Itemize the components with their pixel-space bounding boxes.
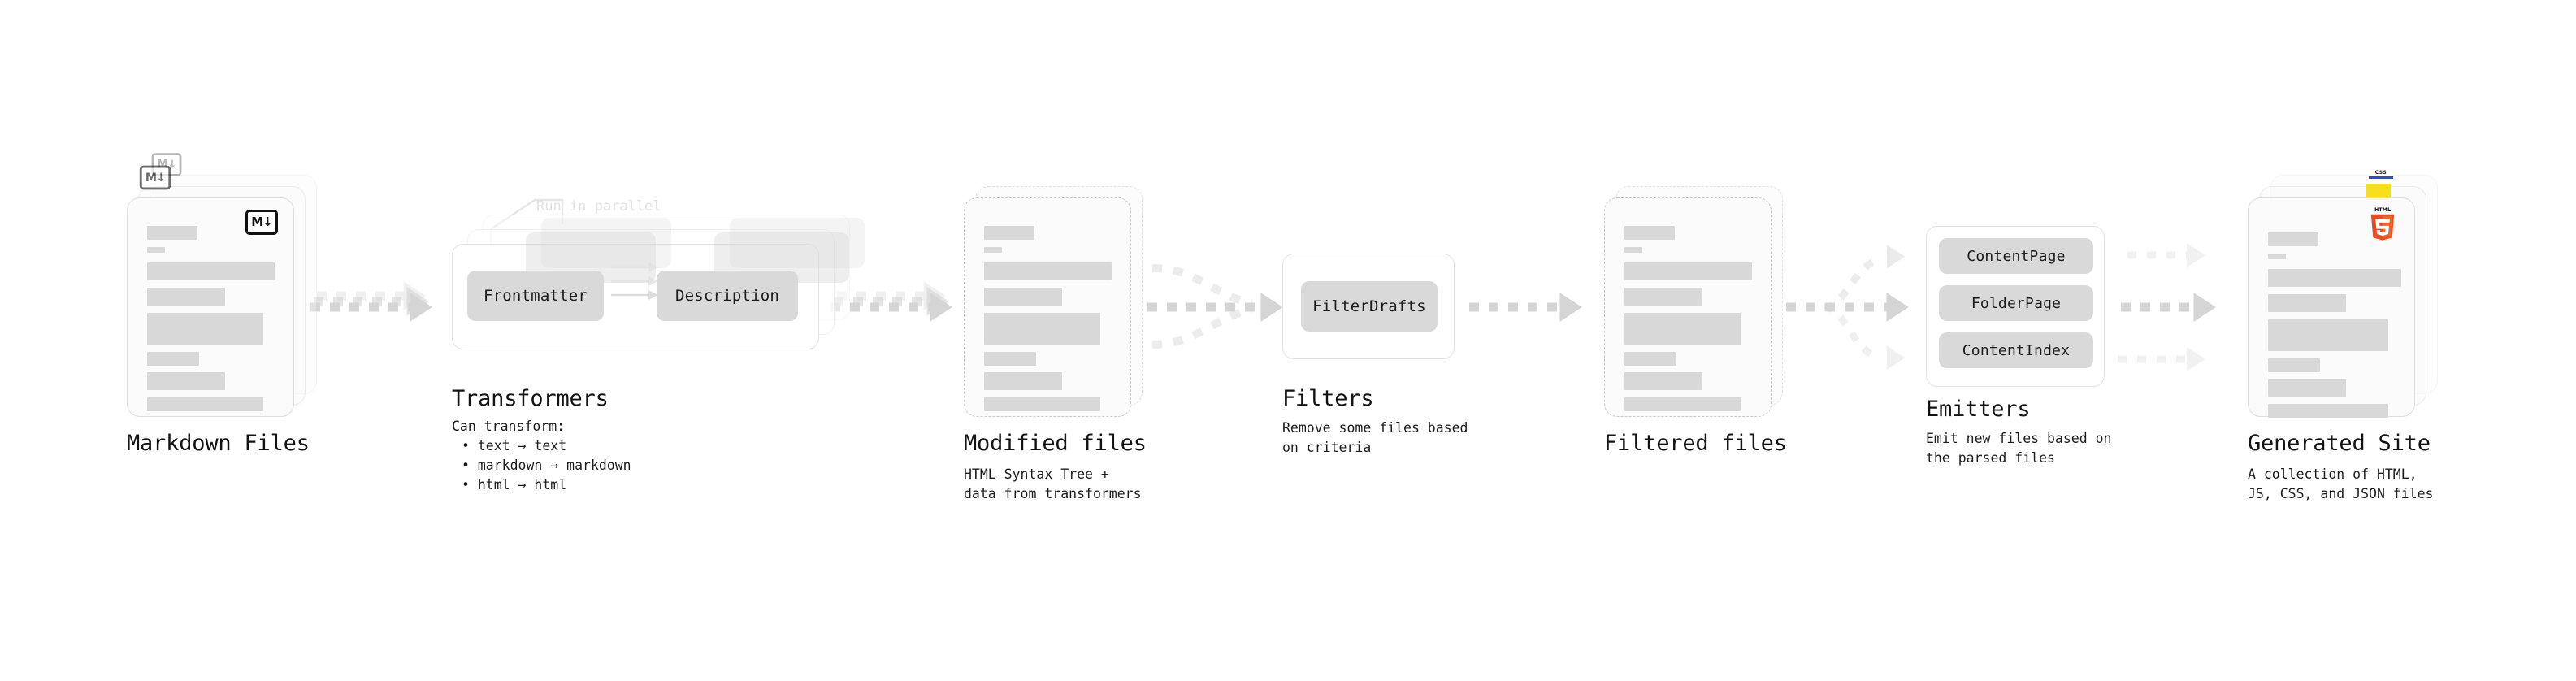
emitters-caption: Emit new files based on the parsed files	[1926, 431, 2112, 466]
stage-title-filtered-files: Filtered files	[1604, 431, 1787, 456]
modified-file-card-front	[964, 197, 1131, 417]
css3-badge-bar	[2369, 176, 2393, 179]
emitter-pill-contentpage[interactable]: ContentPage	[1939, 238, 2093, 274]
filters-box[interactable]: FilterDrafts	[1282, 254, 1455, 359]
transformers-bullet-0: • text → text	[462, 438, 567, 453]
stage-title-markdown-files: Markdown Files	[127, 431, 310, 456]
description-pill-back	[730, 218, 865, 268]
transformer-pill-frontmatter[interactable]: Frontmatter	[467, 271, 604, 321]
stage-title-modified-files: Modified files	[964, 431, 1147, 456]
stage-title-emitters: Emitters	[1926, 397, 2031, 422]
stage-title-transformers: Transformers	[452, 386, 609, 411]
transformers-bullet-2: • html → html	[462, 477, 567, 492]
filters-caption: Remove some files based on criteria	[1282, 420, 1468, 455]
connector-filtered-to-emitters	[1786, 245, 1909, 370]
generated-site-caption: A collection of HTML, JS, CSS, and JSON …	[2248, 466, 2434, 501]
markdown-badge-mid: M↓	[139, 165, 171, 190]
css3-badge: CSS	[2369, 171, 2393, 180]
emitters-box[interactable]: ContentPage FolderPage ContentIndex	[1926, 226, 2105, 387]
run-in-parallel-label: Run in parallel	[536, 198, 661, 215]
markdown-badge: M↓	[245, 210, 278, 235]
transformers-caption: Can transform:	[452, 419, 566, 434]
connector-modified-to-filters	[1147, 264, 1283, 349]
connector-md-to-transformers	[310, 281, 432, 322]
connector-emitters-to-site	[2118, 243, 2216, 371]
html5-badge: HTML	[2368, 206, 2397, 241]
markdown-badge-back: M↓	[151, 153, 182, 176]
svg-text:HTML: HTML	[2374, 206, 2391, 213]
transformer-inner-arrows	[611, 262, 658, 300]
javascript-badge	[2366, 184, 2391, 197]
emitter-pill-folderpage[interactable]: FolderPage	[1939, 285, 2093, 321]
stage-title-generated-site: Generated Site	[2248, 431, 2431, 456]
frontmatter-pill-back	[541, 218, 671, 268]
stage-title-filters: Filters	[1282, 386, 1374, 411]
connector-filters-to-filtered	[1469, 293, 1582, 322]
transformer-pill-description[interactable]: Description	[657, 271, 798, 321]
filtered-file-card-front	[1604, 197, 1772, 417]
emitter-pill-contentindex[interactable]: ContentIndex	[1939, 332, 2093, 368]
transformers-bullet-1: • markdown → markdown	[462, 458, 631, 473]
filter-pill-filterdrafts[interactable]: FilterDrafts	[1301, 281, 1438, 332]
modified-files-caption: HTML Syntax Tree + data from transformer…	[964, 466, 1142, 501]
